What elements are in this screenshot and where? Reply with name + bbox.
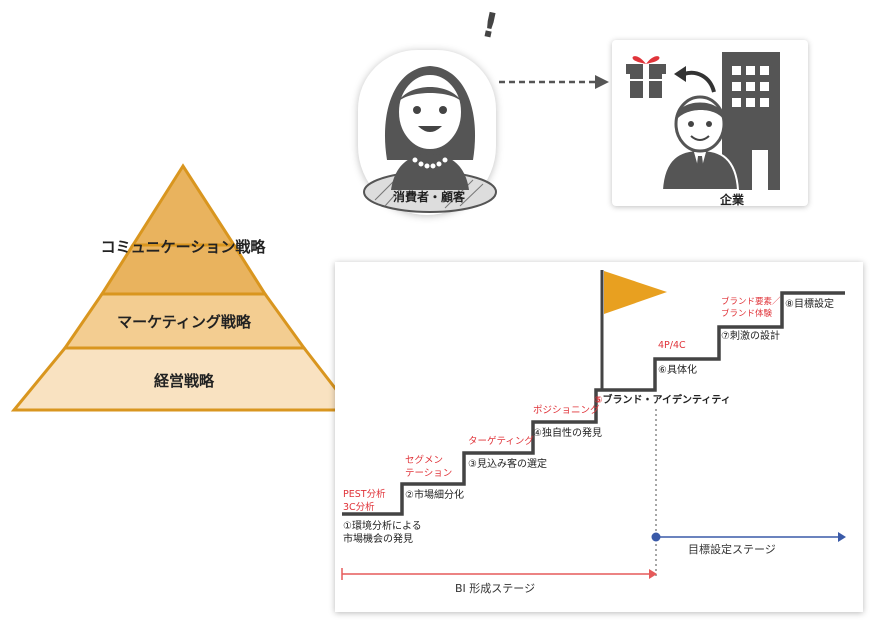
step-3-text-1: 見込み客の選定 — [476, 459, 547, 470]
step-1-number: ① — [343, 521, 352, 532]
step-5-label: ⑤ブランド・アイデンティティ — [594, 391, 731, 406]
step-6-number: ⑥ — [658, 365, 667, 376]
step-2-text-1: 市場細分化 — [413, 490, 464, 501]
strategy-pyramid — [10, 163, 356, 412]
step-2-number: ② — [405, 490, 414, 501]
step-4-method-1: ポジショニング — [533, 405, 600, 416]
step-6-text-1: 具体化 — [666, 365, 697, 376]
step-3-method-1: ターゲティング — [468, 436, 534, 447]
step-4-number: ④ — [533, 428, 542, 439]
step-7-text-1: 刺激の設計 — [729, 331, 780, 342]
step-2-method-1: セグメン — [405, 455, 444, 466]
bi-stage-label: BI 形成ステージ — [455, 582, 536, 595]
step-7-label: ⑦刺激の設計 — [721, 327, 780, 342]
gift-icon — [626, 56, 666, 98]
step-1-method-2: 3C分析 — [343, 502, 375, 513]
step-3-label: ③見込み客の選定 — [468, 455, 547, 470]
dashed-arrow — [499, 75, 609, 89]
company-icon — [626, 52, 780, 191]
step-7-number: ⑦ — [721, 331, 730, 342]
company-label: 企業 — [719, 193, 744, 207]
consumer-icon — [363, 66, 497, 213]
step-6-label: ⑥具体化 — [658, 361, 697, 376]
consumer-label: 消費者・顧客 — [392, 190, 465, 204]
flag-icon — [604, 271, 667, 314]
step-4-text-1: 独自性の発見 — [541, 428, 602, 439]
step-3-number: ③ — [468, 459, 477, 470]
step-6-method-1: 4P/4C — [658, 340, 686, 351]
stair-line — [342, 291, 845, 516]
step-8-label: ⑧目標設定 — [785, 295, 834, 310]
pyramid-level-communication — [130, 163, 237, 247]
step-8-number: ⑧ — [785, 299, 794, 310]
step-1-label: ①環境分析による — [343, 517, 422, 532]
goal-stage-label: 目標設定ステージ — [688, 543, 776, 556]
pyramid-label-marketing: マーケティング戦略 — [117, 313, 251, 331]
step-7-method-2: ブランド体験 — [721, 309, 773, 319]
pyramid-label-management: 経営戦略 — [153, 372, 214, 390]
step-5-number: ⑤ — [594, 395, 603, 406]
step-8-text-1: 目標設定 — [793, 299, 834, 310]
step-2-method-2: テーション — [405, 468, 453, 479]
pyramid-label-communication: コミュニケーション戦略 — [100, 238, 266, 256]
step-7-method-1: ブランド要素／ — [721, 297, 781, 307]
step-2-label: ②市場細分化 — [405, 486, 464, 501]
step-1-method-1: PEST分析 — [343, 489, 386, 500]
brand-stairs-panel — [335, 262, 863, 612]
brand-stairs-diagram — [341, 270, 846, 580]
step-5-text-1: ブランド・アイデンティティ — [602, 395, 731, 406]
step-1-text-1: 環境分析による — [351, 521, 422, 532]
step-1-text-2: 市場機会の発見 — [343, 534, 413, 545]
step-4-label: ④独自性の発見 — [533, 424, 602, 439]
